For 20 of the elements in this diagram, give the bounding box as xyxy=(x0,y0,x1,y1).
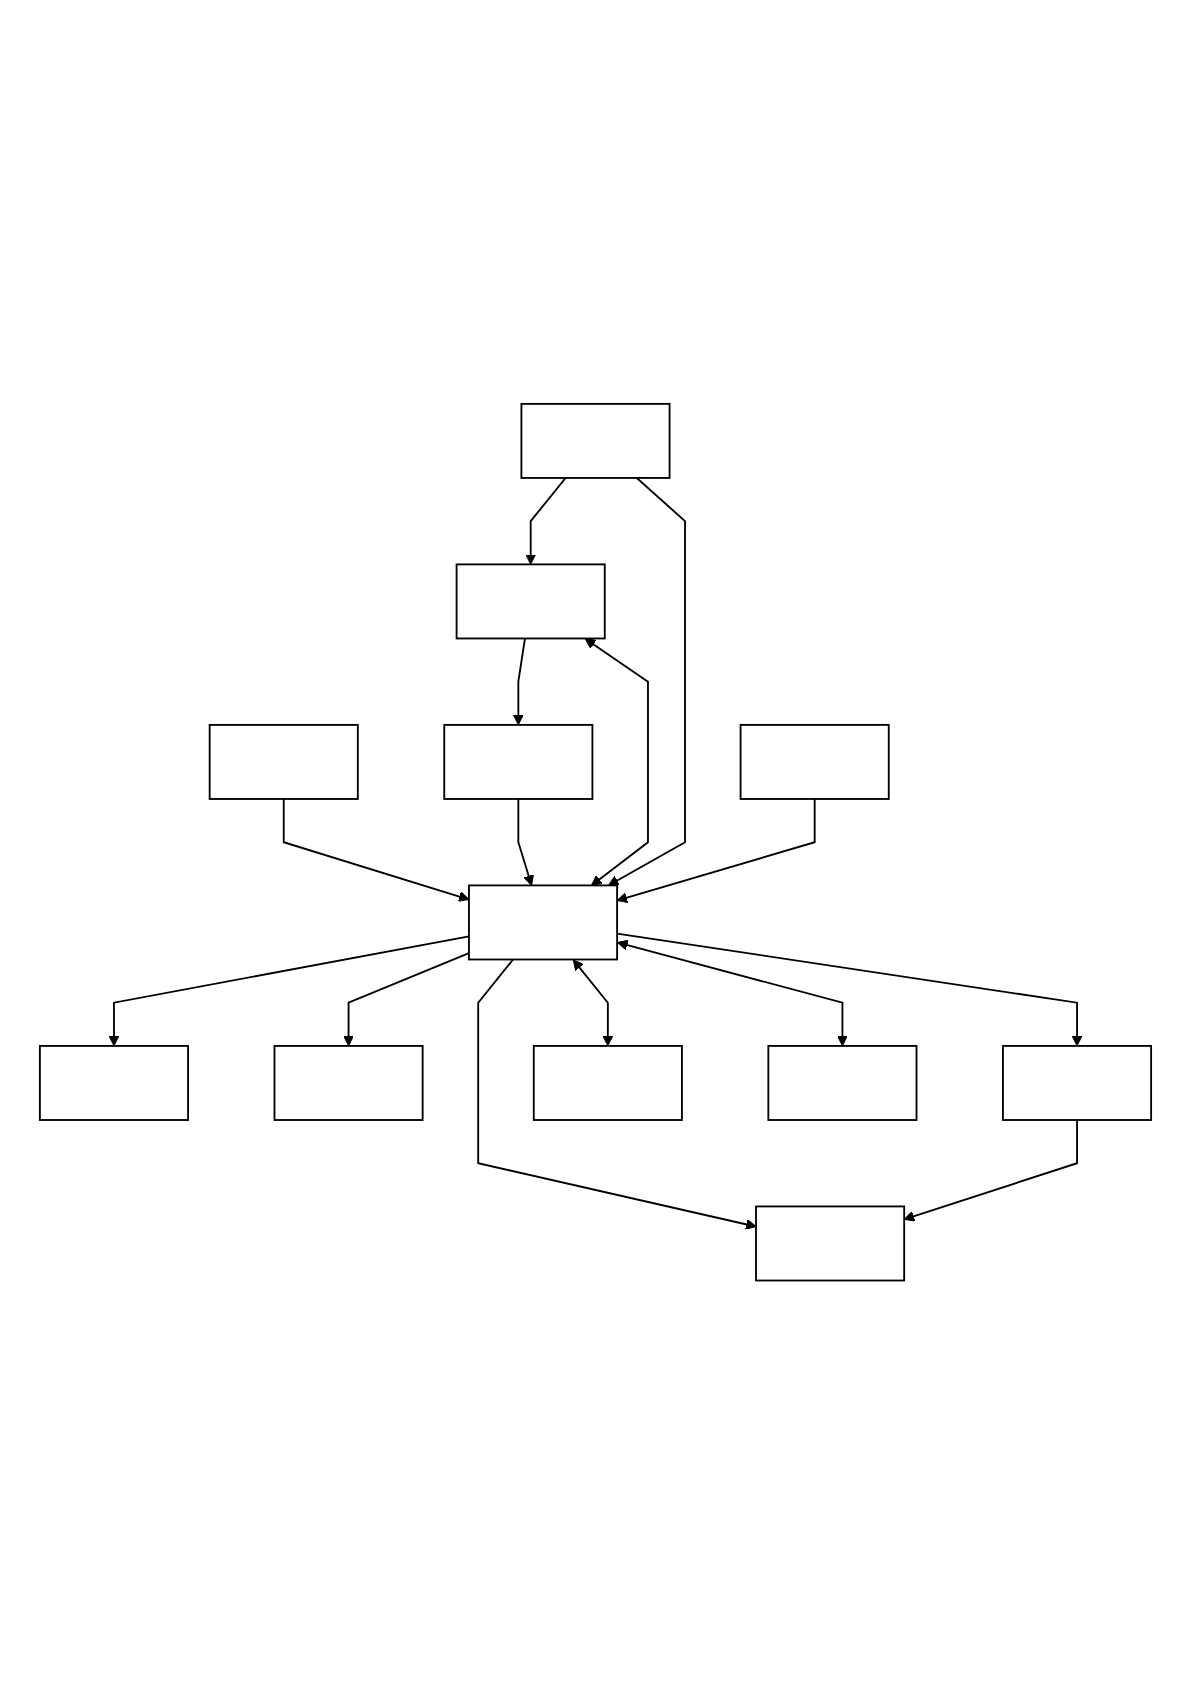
node-box xyxy=(767,1044,918,1121)
arrow xyxy=(617,939,848,1047)
arrow xyxy=(517,797,534,886)
node-box xyxy=(443,723,594,800)
arrow xyxy=(584,638,649,886)
arrow xyxy=(512,637,526,726)
node-box xyxy=(1002,1044,1153,1121)
node-box xyxy=(739,723,890,800)
node-box xyxy=(273,1044,424,1121)
node-box xyxy=(755,1205,906,1282)
node-box xyxy=(520,402,671,479)
node-box xyxy=(455,563,606,640)
node-box xyxy=(38,1044,189,1121)
node-box xyxy=(468,884,619,961)
node-box xyxy=(208,723,359,800)
arrow xyxy=(572,959,614,1047)
arrow xyxy=(477,958,757,1230)
arrow xyxy=(608,476,686,886)
node-box xyxy=(532,1044,683,1121)
arrow xyxy=(525,476,567,565)
